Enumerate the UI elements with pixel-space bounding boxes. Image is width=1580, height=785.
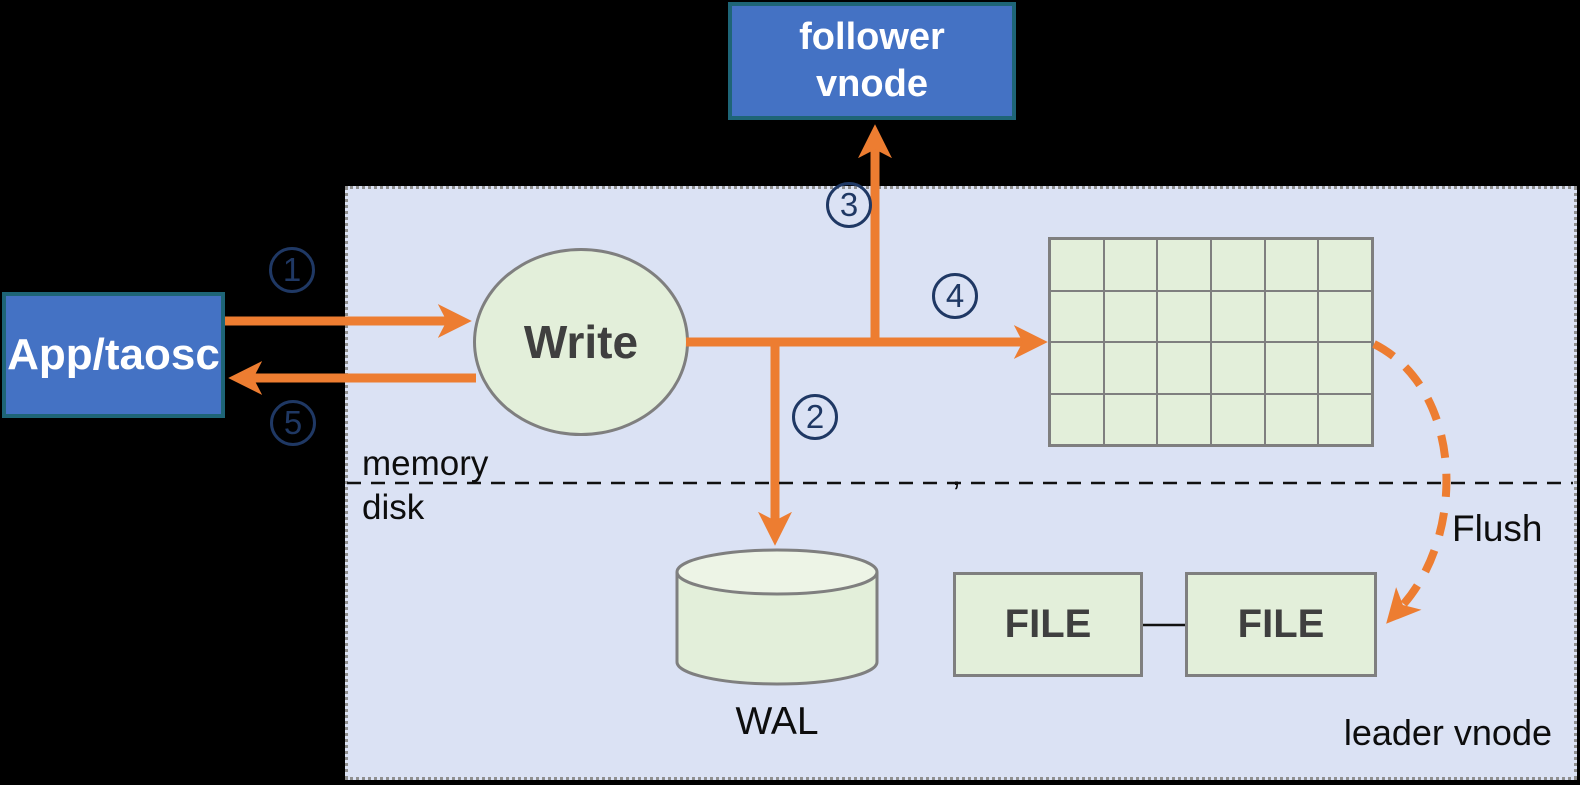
mem-table-cell: [1264, 239, 1319, 291]
mem-table-cell: [1264, 342, 1319, 394]
step-badge-2: 2: [792, 394, 838, 440]
flush-label: Flush: [1452, 508, 1543, 549]
mem-table-cell: [1318, 393, 1372, 445]
step-badge-3: 3: [826, 182, 872, 228]
mem-table-cell: [1157, 393, 1211, 445]
mem-table-cell: [1050, 290, 1104, 342]
mem-table-cell: [1157, 290, 1211, 342]
follower-vnode-node: follower vnode: [728, 2, 1016, 120]
mem-table-cell: [1157, 239, 1211, 291]
mem-table-cell: [1103, 393, 1158, 445]
mem-table-cell: [1050, 239, 1104, 291]
stray-comma-text: ,: [952, 456, 961, 492]
step-badge-1: 1: [269, 247, 315, 293]
file-node-right: FILE: [1185, 572, 1377, 677]
follower-vnode-label: follower vnode: [799, 15, 945, 106]
wal-cylinder-icon: [675, 548, 879, 686]
mem-table-grid: [1048, 237, 1374, 447]
app-taosc-node: App/taosc: [2, 292, 225, 418]
write-node: Write: [473, 248, 689, 436]
mem-table-cell: [1103, 342, 1158, 394]
step-badge-4: 4: [932, 273, 978, 319]
file-left-label: FILE: [1004, 602, 1092, 646]
mem-table-cell: [1211, 342, 1265, 394]
mem-table-cell: [1318, 290, 1372, 342]
file-right-label: FILE: [1237, 602, 1325, 646]
mem-table-cell: [1103, 290, 1158, 342]
file-node-left: FILE: [953, 572, 1143, 677]
mem-table-cell: [1318, 342, 1372, 394]
step-badge-5: 5: [270, 400, 316, 446]
write-label: Write: [523, 316, 639, 368]
wal-label: WAL: [735, 700, 819, 743]
mem-table-cell: [1211, 290, 1265, 342]
mem-table-cell: [1264, 290, 1319, 342]
mem-table-cell: [1050, 393, 1104, 445]
disk-label: disk: [362, 488, 425, 527]
mem-table-cell: [1050, 342, 1104, 394]
mem-table-cell: [1157, 342, 1211, 394]
mem-table-cell: [1264, 393, 1319, 445]
mem-table-cell: [1211, 239, 1265, 291]
app-taosc-label: App/taosc: [7, 330, 220, 379]
mem-table-cell: [1103, 239, 1158, 291]
mem-table-cell: [1318, 239, 1372, 291]
mem-table-cell: [1211, 393, 1265, 445]
memory-label: memory: [362, 444, 489, 483]
leader-vnode-label: leader vnode: [1343, 712, 1552, 753]
